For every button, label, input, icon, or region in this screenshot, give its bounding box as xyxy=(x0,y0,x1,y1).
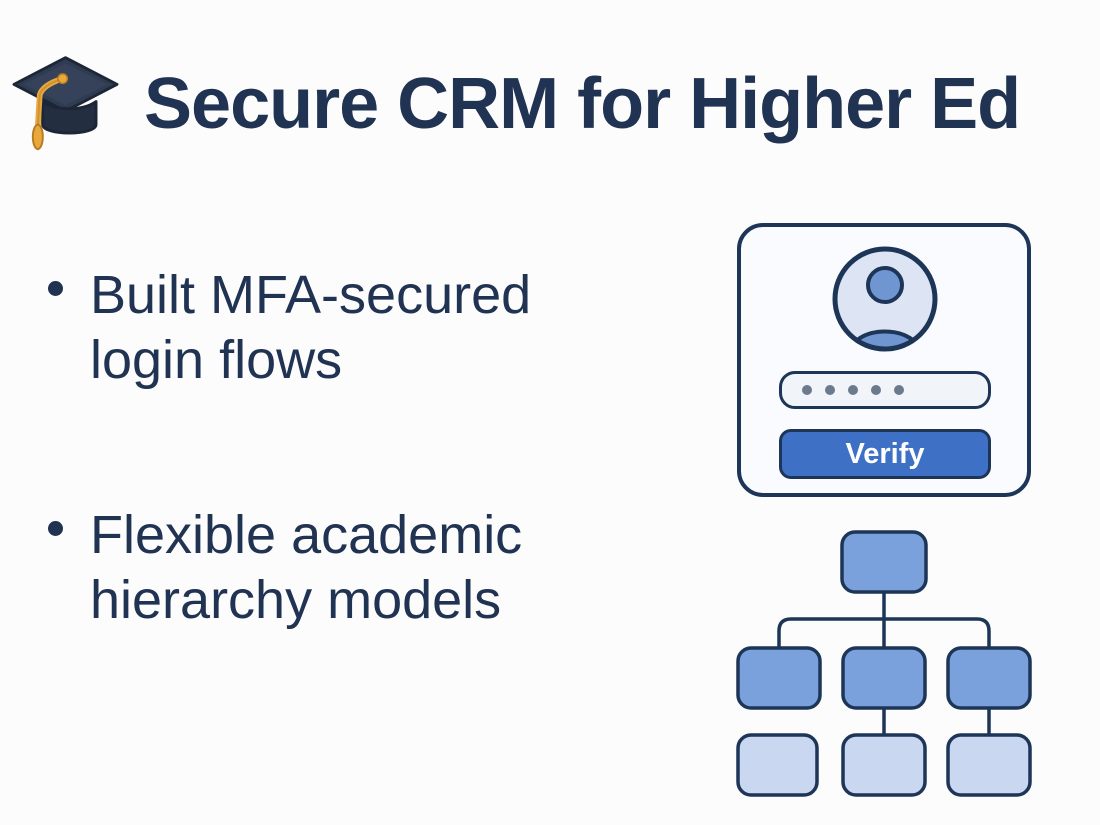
hierarchy-node-leaf xyxy=(946,733,1032,797)
password-dot xyxy=(825,385,835,395)
bullet-text: Built MFA-secured login flows xyxy=(90,265,532,390)
academic-hierarchy-diagram xyxy=(736,530,1032,797)
bullet-item-hierarchy: Flexible academic hierarchy models xyxy=(46,503,566,633)
verify-button-label: Verify xyxy=(845,437,925,470)
hierarchy-node xyxy=(841,646,927,710)
page-title: Secure CRM for Higher Ed xyxy=(144,64,1021,144)
hierarchy-node xyxy=(736,646,822,710)
hierarchy-node xyxy=(946,646,1032,710)
hierarchy-node-leaf xyxy=(736,733,819,797)
password-dot xyxy=(848,385,858,395)
bullet-dot xyxy=(48,281,63,296)
hierarchy-node-root xyxy=(840,530,928,594)
bullet-text: Flexible academic hierarchy models xyxy=(90,505,523,630)
hierarchy-node-leaf xyxy=(841,733,927,797)
bullet-item-mfa: Built MFA-secured login flows xyxy=(46,263,566,393)
password-dot xyxy=(871,385,881,395)
user-avatar-icon xyxy=(832,246,938,352)
mfa-login-card: Verify xyxy=(737,223,1031,497)
password-dot xyxy=(894,385,904,395)
bullet-dot xyxy=(48,521,63,536)
verify-button[interactable]: Verify xyxy=(779,429,991,479)
slide-header: Secure CRM for Higher Ed xyxy=(0,0,1100,170)
graduation-cap-icon xyxy=(12,56,119,151)
password-dot xyxy=(802,385,812,395)
password-field[interactable] xyxy=(779,371,991,409)
